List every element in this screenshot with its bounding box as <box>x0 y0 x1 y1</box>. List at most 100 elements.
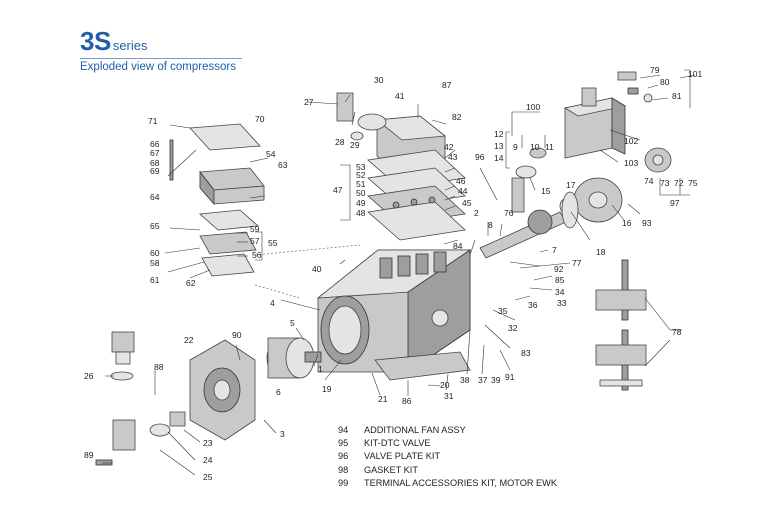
callout-1: 1 <box>318 364 323 374</box>
electronic-module <box>563 87 627 159</box>
callout-58: 58 <box>150 258 160 268</box>
callout-20: 20 <box>440 380 450 390</box>
callout-21: 21 <box>378 394 388 404</box>
callout-10: 10 <box>530 142 540 152</box>
callout-73: 73 <box>660 178 670 188</box>
callout-92: 92 <box>554 264 564 274</box>
callout-32: 32 <box>508 323 518 333</box>
service-valve-bottom <box>95 331 186 466</box>
callout-13: 13 <box>494 141 504 151</box>
callout-66: 66 <box>150 139 160 149</box>
callout-17: 17 <box>566 180 576 190</box>
series-word: series <box>112 38 148 53</box>
callout-26: 26 <box>84 371 94 381</box>
callout-27: 27 <box>304 97 314 107</box>
callout-28: 28 <box>335 137 345 147</box>
callout-82: 82 <box>452 112 462 122</box>
callout-7: 7 <box>552 245 557 255</box>
callout-29: 29 <box>350 140 360 150</box>
callout-6: 6 <box>276 387 281 397</box>
callout-30: 30 <box>374 75 384 85</box>
terminal-box <box>169 123 265 277</box>
callout-69: 69 <box>150 166 160 176</box>
callout-62: 62 <box>186 278 196 288</box>
crankshaft <box>479 197 577 259</box>
callout-3: 3 <box>280 429 285 439</box>
callout-5: 5 <box>290 318 295 328</box>
callout-4: 4 <box>270 298 275 308</box>
cylinder-head <box>367 115 466 241</box>
callout-51: 51 <box>356 179 366 189</box>
callout-102: 102 <box>624 136 638 146</box>
callout-89: 89 <box>84 450 94 460</box>
callout-84: 84 <box>453 241 463 251</box>
suction-valve-top <box>336 92 387 141</box>
callout-36: 36 <box>528 300 538 310</box>
callout-75: 75 <box>688 178 698 188</box>
callout-80: 80 <box>660 77 670 87</box>
callout-50: 50 <box>356 188 366 198</box>
callout-47: 47 <box>333 185 343 195</box>
callout-54: 54 <box>266 149 276 159</box>
callout-49: 49 <box>356 198 366 208</box>
callout-60: 60 <box>150 248 160 258</box>
page-subtitle: Exploded view of compressors <box>80 61 236 73</box>
callout-45: 45 <box>462 198 472 208</box>
callout-41: 41 <box>395 91 405 101</box>
callout-23: 23 <box>203 438 213 448</box>
callout-101: 101 <box>688 69 702 79</box>
callout-65: 65 <box>150 221 160 231</box>
callout-15: 15 <box>541 186 551 196</box>
callout-90: 90 <box>232 330 242 340</box>
end-cover <box>189 339 256 441</box>
callout-52: 52 <box>356 170 366 180</box>
callout-39: 39 <box>491 375 501 385</box>
callout-71: 71 <box>148 116 158 126</box>
callout-8: 8 <box>488 220 493 230</box>
callout-56: 56 <box>252 250 262 260</box>
compressor-body <box>316 249 472 381</box>
callout-22: 22 <box>184 335 194 345</box>
title-rule <box>80 58 242 59</box>
callout-44: 44 <box>458 186 468 196</box>
callout-37: 37 <box>478 375 488 385</box>
callout-100: 100 <box>526 102 540 112</box>
callout-57: 57 <box>250 236 260 246</box>
crankcase-heater <box>595 259 647 391</box>
callout-87: 87 <box>442 80 452 90</box>
callout-9: 9 <box>513 142 518 152</box>
callout-70: 70 <box>255 114 265 124</box>
callout-64: 64 <box>150 192 160 202</box>
callout-97: 97 <box>670 198 680 208</box>
callout-34: 34 <box>555 287 565 297</box>
callout-40: 40 <box>312 264 322 274</box>
callout-55: 55 <box>268 238 278 248</box>
callout-16: 16 <box>622 218 632 228</box>
callout-91: 91 <box>505 372 515 382</box>
leader-lines <box>102 69 696 476</box>
callout-77: 77 <box>572 258 582 268</box>
dtc-valve <box>617 71 653 103</box>
callout-48: 48 <box>356 208 366 218</box>
callout-42: 42 <box>444 142 454 152</box>
callout-11: 11 <box>545 142 554 152</box>
callout-33: 33 <box>557 298 567 308</box>
callout-63: 63 <box>278 160 288 170</box>
callout-85: 85 <box>555 275 565 285</box>
callout-35: 35 <box>498 306 508 316</box>
callout-38: 38 <box>460 375 470 385</box>
callout-86: 86 <box>402 396 412 406</box>
callout-2: 2 <box>474 208 479 218</box>
callout-76: 76 <box>504 208 514 218</box>
callout-19: 19 <box>322 384 332 394</box>
callout-88: 88 <box>154 362 164 372</box>
callout-79: 79 <box>650 65 660 75</box>
bearing-cover <box>561 177 623 229</box>
